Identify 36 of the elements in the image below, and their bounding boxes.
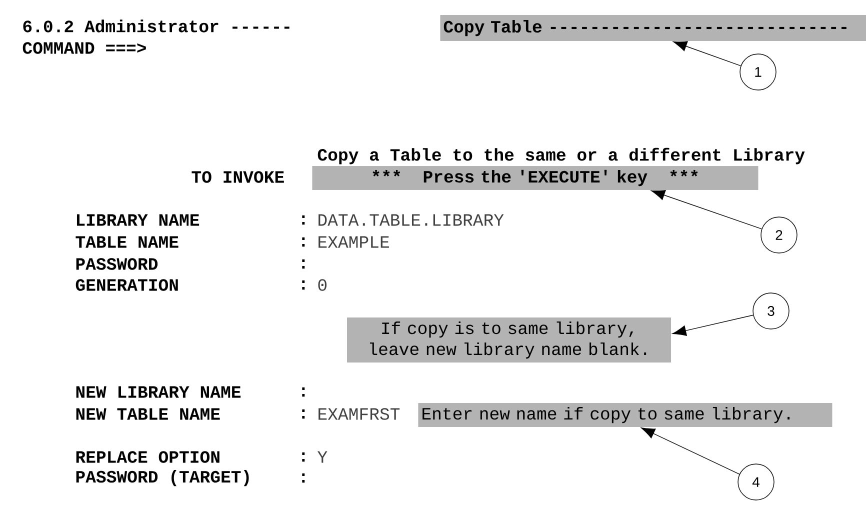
field-label: LIBRARY NAME: [77, 214, 200, 226]
highlight-box: If copy is to same library, leave new library name blank.: [347, 318, 671, 362]
callout-number: 3: [752, 292, 790, 330]
command-prompt: COMMAND ===>: [22, 42, 146, 54]
arrow: [673, 41, 742, 66]
arrow: [672, 314, 754, 336]
field-label: NEW TABLE NAME: [76, 408, 220, 420]
colon: :: [302, 237, 305, 247]
field-value: DATA.TABLE.LIBRARY: [318, 214, 504, 226]
field-value: EXAMFRST: [318, 408, 400, 420]
colon: :: [302, 473, 305, 483]
field-label: TO INVOKE: [192, 171, 284, 183]
colon: :: [302, 409, 305, 419]
field-label: GENERATION: [76, 279, 178, 291]
arrow: [641, 427, 740, 475]
highlight-box: Enter new name if copy to same library.: [418, 403, 832, 427]
colon: :: [302, 259, 305, 269]
arrow: [651, 190, 762, 230]
screen-title: 6.0.2 Administrator ------: [23, 20, 290, 32]
field-label: PASSWORD: [76, 258, 158, 270]
field-label: TABLE NAME: [76, 236, 178, 248]
colon: :: [302, 280, 305, 290]
colon: :: [302, 452, 305, 462]
highlight-box: *** Press the 'EXECUTE' key ***: [312, 166, 758, 190]
callout-number: 4: [738, 464, 774, 500]
field-label: PASSWORD (TARGET): [76, 470, 249, 486]
colon: :: [302, 387, 305, 397]
field-value: 0: [318, 279, 327, 291]
highlight-box: Copy Table -----------------------------: [440, 15, 866, 41]
field-label: NEW LIBRARY NAME: [76, 386, 241, 398]
callout-number: 2: [760, 216, 798, 254]
callout-number: 1: [740, 54, 776, 90]
colon: :: [302, 215, 305, 225]
field-value: EXAMPLE: [318, 236, 389, 248]
field-value: Y: [318, 451, 328, 463]
field-label: REPLACE OPTION: [76, 451, 220, 463]
